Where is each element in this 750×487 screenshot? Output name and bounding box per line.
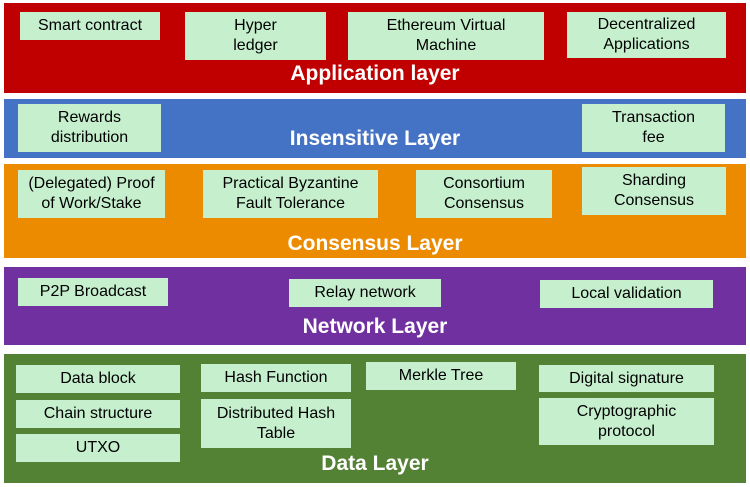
- data-layer-title: Data Layer: [321, 452, 429, 475]
- box-data-block: Data block: [16, 365, 180, 393]
- box-sharding-consensus: Sharding Consensus: [582, 167, 726, 215]
- box-distributed-hash-table: Distributed Hash Table: [201, 399, 351, 448]
- box-utxo: UTXO: [16, 434, 180, 462]
- box-ethereum-vm: Ethereum Virtual Machine: [348, 12, 544, 60]
- box-consortium-consensus: Consortium Consensus: [416, 170, 552, 218]
- application-layer-title: Application layer: [290, 62, 460, 85]
- box-smart-contract: Smart contract: [20, 12, 160, 40]
- box-hyperledger: Hyper ledger: [185, 12, 326, 60]
- box-proof-of-work-stake: (Delegated) Proof of Work/Stake: [18, 170, 165, 218]
- box-merkle-tree: Merkle Tree: [366, 362, 516, 390]
- box-cryptographic-protocol: Cryptographic protocol: [539, 398, 714, 445]
- application-layer: Smart contract Hyper ledger Ethereum Vir…: [4, 3, 746, 93]
- consensus-layer: (Delegated) Proof of Work/Stake Practica…: [4, 164, 746, 258]
- box-p2p-broadcast: P2P Broadcast: [18, 278, 168, 306]
- network-layer: P2P Broadcast Relay network Local valida…: [4, 267, 746, 345]
- box-pbft: Practical Byzantine Fault Tolerance: [203, 170, 378, 218]
- box-decentralized-apps: Decentralized Applications: [567, 12, 726, 58]
- box-chain-structure: Chain structure: [16, 400, 180, 428]
- incentive-layer: Rewards distribution Transaction fee Ins…: [4, 99, 746, 158]
- box-local-validation: Local validation: [540, 280, 713, 308]
- data-layer: Data block Chain structure UTXO Hash Fun…: [4, 354, 746, 483]
- consensus-layer-title: Consensus Layer: [287, 232, 463, 255]
- network-layer-title: Network Layer: [302, 315, 448, 338]
- box-transaction-fee: Transaction fee: [582, 104, 725, 152]
- box-hash-function: Hash Function: [201, 364, 351, 392]
- box-relay-network: Relay network: [289, 279, 441, 307]
- box-digital-signature: Digital signature: [539, 365, 714, 392]
- box-rewards-distribution: Rewards distribution: [18, 104, 161, 152]
- incentive-layer-title: Insensitive Layer: [289, 127, 461, 150]
